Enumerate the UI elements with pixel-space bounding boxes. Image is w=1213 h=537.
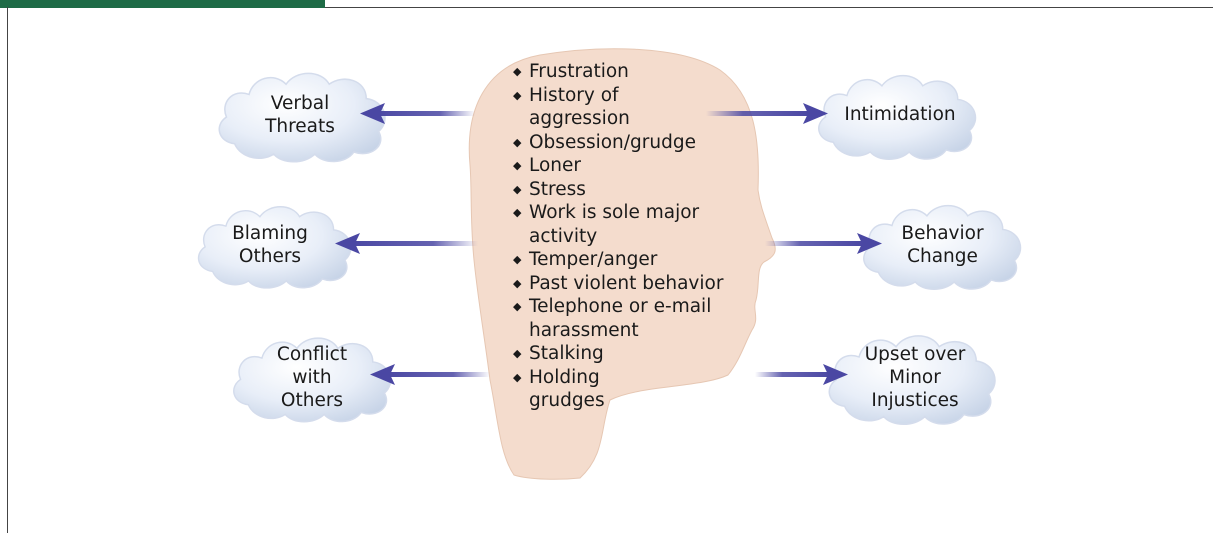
arrow-to-verbal-threats — [360, 103, 475, 124]
trait-item: ◆Stress — [513, 178, 586, 200]
head-silhouette — [468, 48, 776, 480]
trait-item: ◆Stalking — [513, 343, 604, 364]
trait-item: ◆Holding grudges — [513, 366, 605, 412]
trait-item: ◆Temper/anger — [513, 249, 658, 270]
arrow-to-intimidation — [706, 103, 828, 124]
label-blaming-others: Blaming Others — [232, 223, 308, 267]
trait-item: ◆Obsession/grudge — [513, 131, 696, 153]
trait-item: ◆Past violent behavior — [513, 272, 724, 294]
header-color-bar — [0, 0, 325, 8]
label-conflict-with-others: Conflict with Others — [276, 344, 348, 411]
frame-left-border — [7, 7, 8, 533]
label-verbal-threats: Verbal Threats — [265, 93, 335, 137]
label-behavior-change: Behavior Change — [901, 223, 984, 267]
trait-item: ◆Loner — [513, 155, 582, 176]
frame-top-border — [325, 7, 1213, 8]
trait-item: ◆Work is sole major activity — [513, 202, 700, 247]
arrow-to-conflict-with-others — [370, 364, 490, 385]
arrow-to-blaming-others — [335, 233, 478, 254]
trait-list: ◆Frustration ◆History of aggression ◆Obs… — [513, 60, 793, 413]
label-upset-over-minor-injustices: Upset over Minor Injustices — [864, 344, 966, 411]
trait-item: ◆Frustration — [513, 61, 629, 82]
trait-item: ◆History of aggression — [513, 84, 630, 130]
arrow-to-upset-over-minor-injustices — [755, 364, 848, 385]
label-intimidation: Intimidation — [844, 103, 956, 125]
trait-item: ◆Telephone or e-mail harassment — [513, 296, 712, 341]
arrow-to-behavior-change — [765, 233, 882, 254]
